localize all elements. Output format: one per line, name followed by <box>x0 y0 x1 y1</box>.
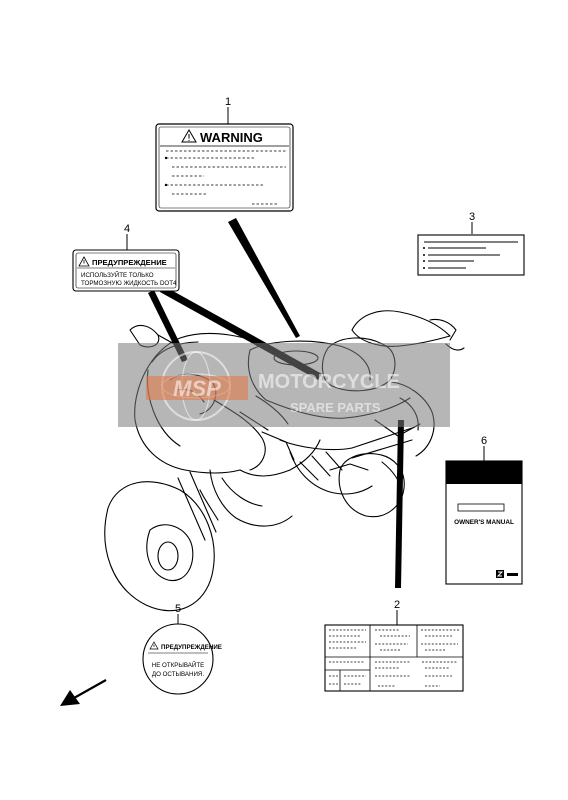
watermark-line-2: SPARE PARTS <box>290 400 381 415</box>
watermark-line-1: MOTORCYCLE <box>258 371 400 393</box>
watermark-logo-text: MSP <box>173 376 221 401</box>
leader-arrow-2 <box>395 420 404 588</box>
warning-triangle-icon <box>181 129 197 143</box>
brake-fluid-title: ПРЕДУПРЕЖДЕНИЕ <box>92 258 167 267</box>
label-warning: WARNING <box>155 123 294 212</box>
warning-triangle-icon <box>149 641 159 650</box>
warning-triangle-icon <box>78 256 90 267</box>
callout-6: 6 <box>481 435 487 447</box>
leader-arrow-1 <box>228 218 300 338</box>
manual-title: OWNER'S MANUAL <box>454 519 514 526</box>
callout-3: 3 <box>469 211 475 223</box>
brake-fluid-line-2: ТОРМОЗНУЮ ЖИДКОСТЬ DOT4 <box>81 280 177 287</box>
callout-2: 2 <box>394 599 400 611</box>
owners-manual: OWNER'S MANUAL <box>445 460 523 585</box>
suzuki-logo-icon <box>496 570 504 578</box>
callout-5: 5 <box>175 603 181 615</box>
radiator-cap-line-1: НЕ ОТКРЫВАЙТЕ <box>152 661 205 669</box>
radiator-cap-title: ПРЕДУПРЕЖДЕНИЕ <box>161 644 222 651</box>
callout-numbers: 1 2 3 4 5 6 <box>124 96 487 615</box>
warning-title: WARNING <box>200 130 263 145</box>
label-2 <box>324 624 464 692</box>
front-direction-arrow-icon <box>60 679 107 706</box>
label-radiator-cap: ПРЕДУПРЕЖДЕНИЕ НЕ ОТКРЫВАЙТЕ ДО ОСТЫВАНИ… <box>142 623 222 695</box>
callout-1: 1 <box>225 96 231 108</box>
brake-fluid-line-1: ИСПОЛЬЗУЙТЕ ТОЛЬКО <box>81 271 154 279</box>
label-brake-fluid: ПРЕДУПРЕЖДЕНИЕ ИСПОЛЬЗУЙТЕ ТОЛЬКО ТОРМОЗ… <box>72 249 180 292</box>
watermark: MSP MOTORCYCLE SPARE PARTS <box>118 343 450 427</box>
radiator-cap-line-2: ДО ОСТЫВАНИЯ. <box>152 671 204 678</box>
label-3 <box>417 234 525 276</box>
callout-4: 4 <box>124 223 130 235</box>
watermark-logo-icon: MSP <box>146 351 248 421</box>
